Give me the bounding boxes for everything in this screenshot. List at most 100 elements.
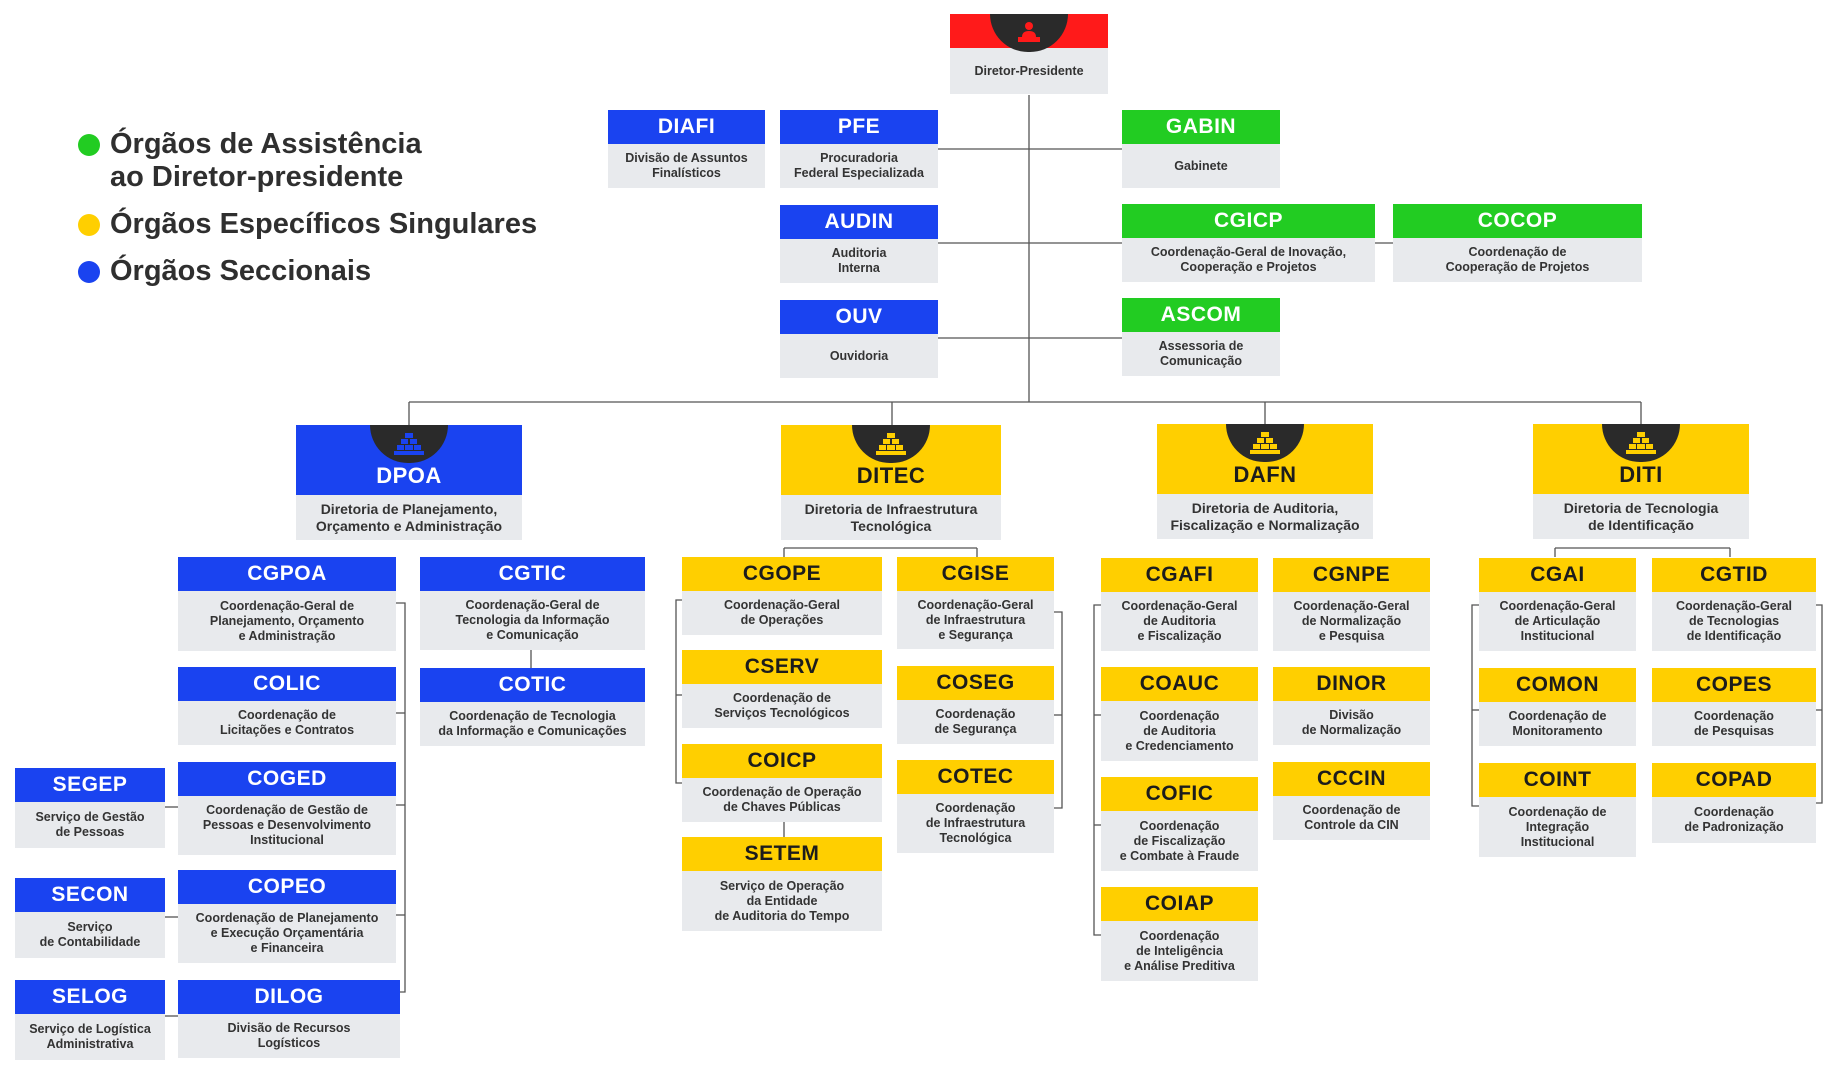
node-dpoa: DPOA Diretoria de Planejamento, Orçament… (296, 425, 522, 540)
node-comon: COMON Coordenação de Monitoramento (1479, 668, 1636, 746)
node-description: Coordenação de Infraestrutura Tecnológic… (925, 801, 1026, 845)
node-copes: COPES Coordenação de Pesquisas (1652, 668, 1816, 746)
node-acronym: CGTIC (420, 557, 645, 591)
node-acronym: COPAD (1652, 763, 1816, 797)
node-acronym: COPEO (178, 870, 396, 904)
green-dot-icon (78, 134, 100, 156)
legend-item-assistencia: Órgãos de Assistência ao Diretor-preside… (78, 128, 537, 194)
node-colic: COLIC Coordenação de Licitações e Contra… (178, 667, 396, 745)
president-title: Diretor-Presidente (974, 63, 1084, 78)
node-description: Ouvidoria (829, 348, 889, 363)
node-description: Coordenação de Tecnologia da Informação … (438, 709, 627, 738)
node-acronym: CSERV (682, 650, 882, 684)
node-acronym: COFIC (1101, 777, 1258, 811)
node-description: Gabinete (1174, 158, 1228, 173)
node-description: Diretoria de Auditoria, Fiscalização e N… (1170, 499, 1360, 533)
node-acronym: AUDIN (780, 205, 938, 239)
node-diti: DITI Diretoria de Tecnologia de Identifi… (1533, 424, 1749, 539)
node-description: Coordenação-Geral de Articulação Institu… (1499, 599, 1616, 643)
node-acronym: CGPOA (178, 557, 396, 591)
node-cgtid: CGTID Coordenação-Geral de Tecnologias d… (1652, 558, 1816, 651)
node-acronym: COGED (178, 762, 396, 796)
node-selog: SELOG Serviço de Logística Administrativ… (15, 980, 165, 1060)
node-acronym: SELOG (15, 980, 165, 1014)
node-diafi: DIAFI Divisão de Assuntos Finalísticos (608, 110, 765, 188)
node-description: Coordenação de Gestão de Pessoas e Desen… (202, 803, 372, 847)
node-description: Coordenação de Integração Institucional (1508, 804, 1607, 849)
node-description: Coordenação-Geral de Tecnologias de Iden… (1675, 599, 1792, 643)
node-acronym: DILOG (178, 980, 400, 1014)
node-ouv: OUV Ouvidoria (780, 300, 938, 378)
legend: Órgãos de Assistência ao Diretor-preside… (78, 128, 537, 302)
node-acronym: GABIN (1122, 110, 1280, 144)
node-description: Coordenação de Licitações e Contratos (219, 708, 355, 737)
node-acronym: COCOP (1393, 204, 1642, 238)
legend-item-seccionais: Órgãos Seccionais (78, 255, 537, 288)
node-coged: COGED Coordenação de Gestão de Pessoas e… (178, 762, 396, 855)
node-coint: COINT Coordenação de Integração Instituc… (1479, 763, 1636, 857)
node-acronym: CGNPE (1273, 558, 1430, 592)
node-acronym: DINOR (1273, 667, 1430, 701)
node-setem: SETEM Serviço de Operação da Entidade de… (682, 837, 882, 931)
legend-item-especificos: Órgãos Específicos Singulares (78, 208, 537, 241)
node-secon: SECON Serviço de Contabilidade (15, 878, 165, 958)
node-description: Coordenação de Controle da CIN (1302, 803, 1401, 832)
node-description: Coordenação de Pesquisas (1694, 709, 1774, 738)
node-description: Coordenação-Geral de Tecnologia da Infor… (455, 598, 610, 642)
node-description: Serviço de Logística Administrativa (29, 1022, 151, 1051)
node-coseg: COSEG Coordenação de Segurança (897, 666, 1054, 744)
node-acronym: SEGEP (15, 768, 165, 802)
node-description: Coordenação de Monitoramento (1508, 709, 1607, 738)
node-cgtic: CGTIC Coordenação-Geral de Tecnologia da… (420, 557, 645, 650)
node-audin: AUDIN Auditoria Interna (780, 205, 938, 283)
node-description: Diretoria de Infraestrutura Tecnológica (804, 500, 978, 534)
node-description: Coordenação de Planejamento e Execução O… (195, 911, 379, 955)
node-acronym: COLIC (178, 667, 396, 701)
node-acronym: COTEC (897, 760, 1054, 794)
node-acronym: COICP (682, 744, 882, 778)
node-dafn: DAFN Diretoria de Auditoria, Fiscalizaçã… (1157, 424, 1373, 539)
node-description: Coordenação-Geral de Infraestrutura e Se… (917, 597, 1034, 642)
node-acronym: DIAFI (608, 110, 765, 144)
node-cotec: COTEC Coordenação de Infraestrutura Tecn… (897, 760, 1054, 853)
node-description: Procuradoria Federal Especializada (794, 151, 924, 180)
node-acronym: COMON (1479, 668, 1636, 702)
node-description: Diretoria de Tecnologia de Identificação (1563, 499, 1719, 533)
node-description: Coordenação-Geral de Operações (723, 598, 840, 627)
node-acronym: OUV (780, 300, 938, 334)
node-acronym: PFE (780, 110, 938, 144)
legend-label: Órgãos de Assistência ao Diretor-preside… (110, 128, 422, 193)
node-description: Coordenação-Geral de Auditoria e Fiscali… (1121, 599, 1238, 643)
node-cocop: COCOP Coordenação de Cooperação de Proje… (1393, 204, 1642, 282)
node-cserv: CSERV Coordenação de Serviços Tecnológic… (682, 650, 882, 728)
node-dinor: DINOR Divisão de Normalização (1273, 667, 1430, 745)
node-description: Coordenação de Padronização (1684, 805, 1784, 834)
node-cgafi: CGAFI Coordenação-Geral de Auditoria e F… (1101, 558, 1258, 651)
node-cgnpe: CGNPE Coordenação-Geral de Normalização … (1273, 558, 1430, 651)
node-diretor-presidente: Diretor-Presidente (950, 14, 1108, 94)
node-cgai: CGAI Coordenação-Geral de Articulação In… (1479, 558, 1636, 651)
node-cgise: CGISE Coordenação-Geral de Infraestrutur… (897, 557, 1054, 649)
legend-label: Órgãos Seccionais (110, 255, 372, 287)
node-description: Coordenação de Fiscalização e Combate à … (1119, 818, 1240, 863)
node-acronym: CGTID (1652, 558, 1816, 592)
node-acronym: COAUC (1101, 667, 1258, 701)
node-acronym: CGISE (897, 557, 1054, 591)
node-segep: SEGEP Serviço de Gestão de Pessoas (15, 768, 165, 848)
node-acronym: CGICP (1122, 204, 1375, 238)
node-description: Coordenação-Geral de Normalização e Pesq… (1293, 599, 1410, 643)
node-cofic: COFIC Coordenação de Fiscalização e Comb… (1101, 777, 1258, 871)
node-cotic: COTIC Coordenação de Tecnologia da Infor… (420, 668, 645, 746)
legend-label: Órgãos Específicos Singulares (110, 208, 538, 240)
node-description: Coordenação de Operação de Chaves Públic… (702, 785, 862, 814)
node-copeo: COPEO Coordenação de Planejamento e Exec… (178, 870, 396, 963)
node-description: Coordenação de Serviços Tecnológicos (714, 691, 850, 720)
node-description: Coordenação de Cooperação de Projetos (1445, 245, 1590, 274)
node-cgicp: CGICP Coordenação-Geral de Inovação, Coo… (1122, 204, 1375, 282)
node-acronym: ASCOM (1122, 298, 1280, 332)
blue-dot-icon (78, 261, 100, 283)
node-ascom: ASCOM Assessoria de Comunicação (1122, 298, 1280, 376)
node-cccin: CCCIN Coordenação de Controle da CIN (1273, 762, 1430, 840)
node-description: Serviço de Contabilidade (39, 920, 141, 949)
